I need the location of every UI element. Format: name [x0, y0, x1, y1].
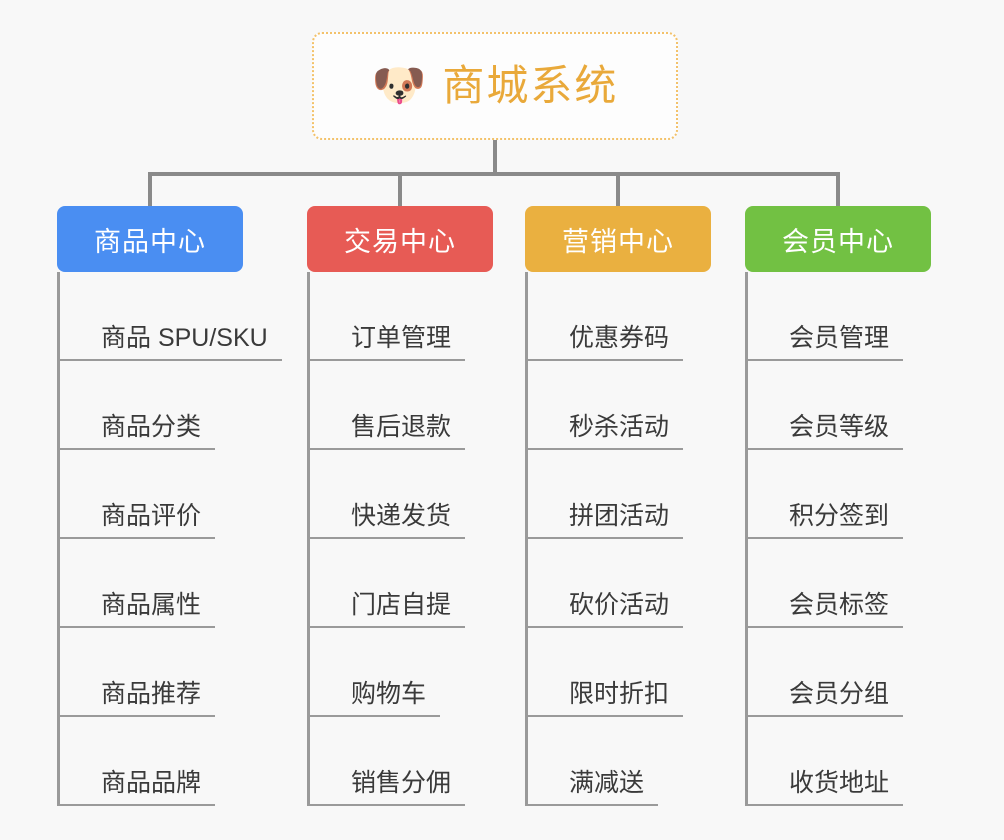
leaf-item-label: 购物车	[337, 679, 441, 717]
leaf-item-label: 积分签到	[775, 501, 904, 539]
leaf-item[interactable]: 购物车	[307, 628, 493, 717]
leaf-item-label: 商品分类	[87, 412, 216, 450]
branch-trunk-product-center	[57, 272, 60, 806]
root-title: 商城系统	[442, 62, 619, 109]
branch-header-marketing-center[interactable]: 营销中心	[525, 206, 711, 272]
branch-trunk-member-center	[745, 272, 748, 806]
leaf-list-member-center: 会员管理会员等级积分签到会员标签会员分组收货地址	[745, 272, 931, 806]
leaf-item-label: 订单管理	[337, 323, 466, 361]
leaf-list-marketing-center: 优惠券码秒杀活动拼团活动砍价活动限时折扣满减送	[525, 272, 711, 806]
leaf-item[interactable]: 订单管理	[307, 272, 493, 361]
branch-trunk-marketing-center	[525, 272, 528, 806]
leaf-item[interactable]: 商品属性	[57, 539, 243, 628]
connector-to-marketing-center	[616, 172, 620, 206]
branch-header-trade-center[interactable]: 交易中心	[307, 206, 493, 272]
leaf-item[interactable]: 收货地址	[745, 717, 931, 806]
leaf-item[interactable]: 商品 SPU/SKU	[57, 272, 282, 361]
leaf-item-label: 砍价活动	[555, 590, 684, 628]
leaf-item-label: 售后退款	[337, 412, 466, 450]
leaf-item[interactable]: 会员分组	[745, 628, 931, 717]
branch-product-center: 商品中心商品 SPU/SKU 商品分类商品评价商品属性商品推荐商品品牌	[57, 206, 282, 806]
leaf-item[interactable]: 限时折扣	[525, 628, 711, 717]
leaf-item-label: 收货地址	[775, 768, 904, 806]
leaf-item-label: 会员标签	[775, 590, 904, 628]
leaf-item[interactable]: 砍价活动	[525, 539, 711, 628]
leaf-list-product-center: 商品 SPU/SKU 商品分类商品评价商品属性商品推荐商品品牌	[57, 272, 282, 806]
leaf-item[interactable]: 门店自提	[307, 539, 493, 628]
leaf-item-label: 会员分组	[775, 679, 904, 717]
leaf-item[interactable]: 会员管理	[745, 272, 931, 361]
leaf-item[interactable]: 售后退款	[307, 361, 493, 450]
leaf-item-label: 拼团活动	[555, 501, 684, 539]
leaf-item[interactable]: 秒杀活动	[525, 361, 711, 450]
leaf-item-label: 销售分佣	[337, 768, 466, 806]
leaf-item[interactable]: 会员等级	[745, 361, 931, 450]
leaf-item-label: 会员等级	[775, 412, 904, 450]
leaf-item[interactable]: 满减送	[525, 717, 711, 806]
leaf-item[interactable]: 商品品牌	[57, 717, 243, 806]
root-node[interactable]: 🐶 商城系统	[312, 32, 678, 140]
leaf-item[interactable]: 商品分类	[57, 361, 243, 450]
branch-header-product-center[interactable]: 商品中心	[57, 206, 243, 272]
leaf-item-label: 限时折扣	[555, 679, 684, 717]
leaf-item-label: 优惠券码	[555, 323, 684, 361]
connector-to-product-center	[148, 172, 152, 206]
leaf-item-label: 满减送	[555, 768, 659, 806]
leaf-item-label: 快递发货	[337, 501, 466, 539]
branch-member-center: 会员中心会员管理会员等级积分签到会员标签会员分组收货地址	[745, 206, 931, 806]
dog-face-icon: 🐶	[371, 61, 427, 110]
leaf-item[interactable]: 商品推荐	[57, 628, 243, 717]
leaf-item[interactable]: 快递发货	[307, 450, 493, 539]
connector-root-vertical	[493, 140, 497, 174]
leaf-item[interactable]: 会员标签	[745, 539, 931, 628]
branch-trade-center: 交易中心订单管理售后退款快递发货门店自提购物车销售分佣	[307, 206, 493, 806]
leaf-list-trade-center: 订单管理售后退款快递发货门店自提购物车销售分佣	[307, 272, 493, 806]
leaf-item[interactable]: 销售分佣	[307, 717, 493, 806]
leaf-item-label: 门店自提	[337, 590, 466, 628]
leaf-item-label: 商品 SPU/SKU	[87, 323, 282, 361]
leaf-item[interactable]: 积分签到	[745, 450, 931, 539]
leaf-item-label: 商品属性	[87, 590, 216, 628]
branch-header-member-center[interactable]: 会员中心	[745, 206, 931, 272]
leaf-item-label: 会员管理	[775, 323, 904, 361]
connector-to-trade-center	[398, 172, 402, 206]
leaf-item-label: 商品评价	[87, 501, 216, 539]
leaf-item-label: 秒杀活动	[555, 412, 684, 450]
connector-to-member-center	[836, 172, 840, 206]
branch-marketing-center: 营销中心优惠券码秒杀活动拼团活动砍价活动限时折扣满减送	[525, 206, 711, 806]
connector-horizontal-bus	[150, 172, 840, 176]
branch-trunk-trade-center	[307, 272, 310, 806]
leaf-item[interactable]: 商品评价	[57, 450, 243, 539]
leaf-item[interactable]: 优惠券码	[525, 272, 711, 361]
leaf-item-label: 商品品牌	[87, 768, 216, 806]
leaf-item-label: 商品推荐	[87, 679, 216, 717]
leaf-item[interactable]: 拼团活动	[525, 450, 711, 539]
